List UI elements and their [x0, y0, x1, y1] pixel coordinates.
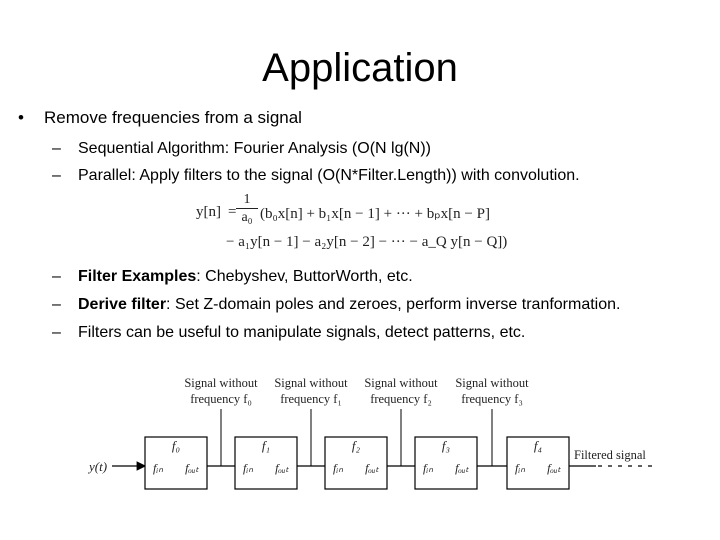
- port-out-3: fₒᵤₜ: [455, 461, 469, 475]
- sub-bullet-text: Sequential Algorithm: Fourier Analysis (…: [78, 140, 432, 157]
- port-in-3: fᵢₙ: [423, 461, 433, 475]
- sub-bullet-sequential: –Sequential Algorithm: Fourier Analysis …: [52, 138, 431, 160]
- top-label-3-line1: Signal without: [455, 376, 529, 390]
- sub-bullet-text: : Set Z-domain poles and zeroes, perform…: [166, 296, 621, 313]
- port-out-1: fₒᵤₜ: [275, 461, 289, 475]
- top-label-2-line2: frequency f₂: [370, 392, 432, 406]
- filter-box-0: [144, 436, 208, 490]
- sub-bullet-filters-useful: –Filters can be useful to manipulate sig…: [52, 322, 525, 344]
- sub-bullet-text: : Chebyshev, ButtorWorth, etc.: [196, 268, 413, 285]
- filter-label-4: f₄: [534, 438, 543, 453]
- main-bullet: • Remove frequencies from a signal: [18, 106, 302, 130]
- slide-title: Application: [262, 46, 458, 90]
- fraction-denominator: a₀: [241, 210, 253, 225]
- sub-bullet-filter-examples: –Filter Examples: Chebyshev, ButtorWorth…: [52, 266, 413, 288]
- filter-label-3: f₃: [442, 438, 450, 453]
- equation-fraction: 1 a₀: [236, 192, 258, 225]
- dash-marker: –: [52, 140, 61, 157]
- sub-bullet-bold: Derive filter: [78, 296, 167, 313]
- dash-marker: –: [52, 324, 61, 341]
- fraction-bar: [236, 208, 258, 209]
- top-label-1-line1: Signal without: [274, 376, 348, 390]
- fraction-numerator: 1: [243, 192, 251, 207]
- dash-marker: –: [52, 296, 61, 313]
- equation-line-1: (b₀x[n] + b₁x[n − 1] + ··· + bₚx[n − P]: [260, 206, 490, 222]
- dash-marker: –: [52, 167, 61, 184]
- bullet-marker: •: [18, 108, 24, 127]
- port-in-1: fᵢₙ: [243, 461, 253, 475]
- sub-bullet-derive-filter: –Derive filter: Set Z-domain poles and z…: [52, 294, 620, 316]
- top-label-2-line1: Signal without: [364, 376, 438, 390]
- top-label-1-line2: frequency f₁: [280, 392, 342, 406]
- output-signal-label: Filtered signal: [574, 448, 646, 462]
- sub-bullet-bold: Filter Examples: [78, 268, 197, 285]
- sub-bullet-text: Filters can be useful to manipulate sign…: [78, 324, 526, 341]
- filter-box-4: [506, 436, 570, 490]
- equation-lhs: y[n]: [196, 204, 221, 220]
- port-out-0: fₒᵤₜ: [185, 461, 199, 475]
- equation-equals: =: [228, 204, 237, 220]
- filter-box-1: [234, 436, 298, 490]
- filter-label-1: f₁: [262, 438, 270, 453]
- port-out-2: fₒᵤₜ: [365, 461, 379, 475]
- filter-label-2: f₂: [352, 438, 361, 453]
- dash-marker: –: [52, 268, 61, 285]
- filter-box-2: [324, 436, 388, 490]
- port-in-4: fᵢₙ: [515, 461, 525, 475]
- top-label-0-line1: Signal without: [184, 376, 258, 390]
- sub-bullet-text: Parallel: Apply filters to the signal (O…: [78, 167, 580, 184]
- equation-line-2: − a₁y[n − 1] − a₂y[n − 2] − ··· − a_Q y[…: [226, 234, 508, 250]
- input-signal-label: y(t): [87, 459, 107, 474]
- top-label-0-line2: frequency f₀: [190, 392, 252, 406]
- port-in-0: fᵢₙ: [153, 461, 163, 475]
- filter-label-0: f₀: [172, 438, 180, 453]
- filter-box-3: [414, 436, 478, 490]
- top-label-3-line2: frequency f₃: [461, 392, 523, 406]
- main-bullet-text: Remove frequencies from a signal: [44, 108, 302, 127]
- port-in-2: fᵢₙ: [333, 461, 343, 475]
- sub-bullet-parallel: –Parallel: Apply filters to the signal (…: [52, 165, 580, 187]
- port-out-4: fₒᵤₜ: [547, 461, 561, 475]
